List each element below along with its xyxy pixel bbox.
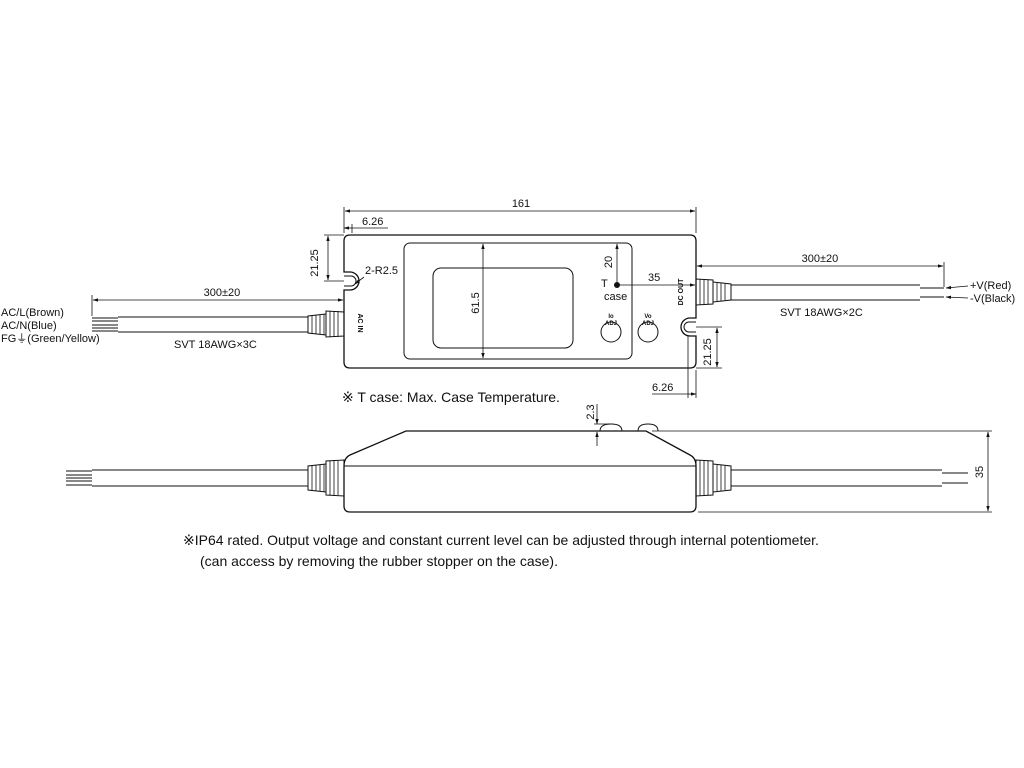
stopper-io <box>599 423 623 432</box>
stopper-vo <box>637 423 659 432</box>
dim-overall-width: 161 <box>512 198 530 210</box>
input-cable <box>92 310 345 338</box>
input-cable-length: 300±20 <box>204 287 241 299</box>
dim-tcase-vertical: 20 <box>603 256 615 268</box>
ip64-note-2: (can access by removing the rubber stopp… <box>200 553 558 569</box>
vo-adj-label: Vo <box>644 314 652 320</box>
dc-out-label: DC OUT <box>678 278 685 306</box>
mounting-slot-right <box>683 321 696 333</box>
output-cable-spec: SVT 18AWG×2C <box>780 307 863 319</box>
io-adj-label: Io <box>608 314 614 320</box>
top-view: Io ADJ Vo ADJ T case AC IN DC OUT 161 6.… <box>1 198 1015 398</box>
output-cable <box>695 278 944 306</box>
dim-thickness: 35 <box>974 466 986 478</box>
wire-fg-label: FG⏚(Green/Yellow) <box>1 332 100 345</box>
dim-hole-height-right: 21.25 <box>702 338 714 366</box>
mounting-slot-left <box>344 275 357 287</box>
io-adj-label-2: ADJ <box>605 321 617 327</box>
ip64-note: ※IP64 rated. Output voltage and constant… <box>183 532 819 548</box>
dim-tcase-horizontal: 35 <box>648 272 660 284</box>
side-view: 2.3 35 <box>66 404 992 513</box>
output-cable-length: 300±20 <box>802 253 839 265</box>
top-panel <box>403 242 633 360</box>
wire-l-label: AC/L(Brown) <box>1 307 64 319</box>
dim-height: 61.5 <box>470 292 482 313</box>
label-window <box>432 267 574 349</box>
wire-neg-label: -V(Black) <box>970 293 1015 305</box>
dim-hole-offset-right: 6.26 <box>652 382 673 394</box>
dim-hole-offset-left: 6.26 <box>362 216 383 228</box>
tcase-label-2: case <box>604 291 627 303</box>
housing-outline <box>343 234 697 369</box>
tcase-label: T <box>601 278 608 290</box>
ac-in-label: AC IN <box>356 313 363 332</box>
tcase-point <box>614 282 620 288</box>
dim-stopper: 2.3 <box>585 404 597 419</box>
input-cable-spec: SVT 18AWG×3C <box>174 339 257 351</box>
io-adj-potentiometer <box>600 321 622 343</box>
wire-n-label: AC/N(Blue) <box>1 320 57 332</box>
tcase-note: ※ T case: Max. Case Temperature. <box>342 389 560 405</box>
dim-hole-height-left: 21.25 <box>309 249 321 277</box>
dim-hole-radius: 2-R2.5 <box>365 265 398 277</box>
vo-adj-potentiometer <box>637 321 659 343</box>
side-housing <box>343 430 697 513</box>
wire-pos-label: +V(Red) <box>970 280 1011 292</box>
vo-adj-label-2: ADJ <box>642 321 654 327</box>
